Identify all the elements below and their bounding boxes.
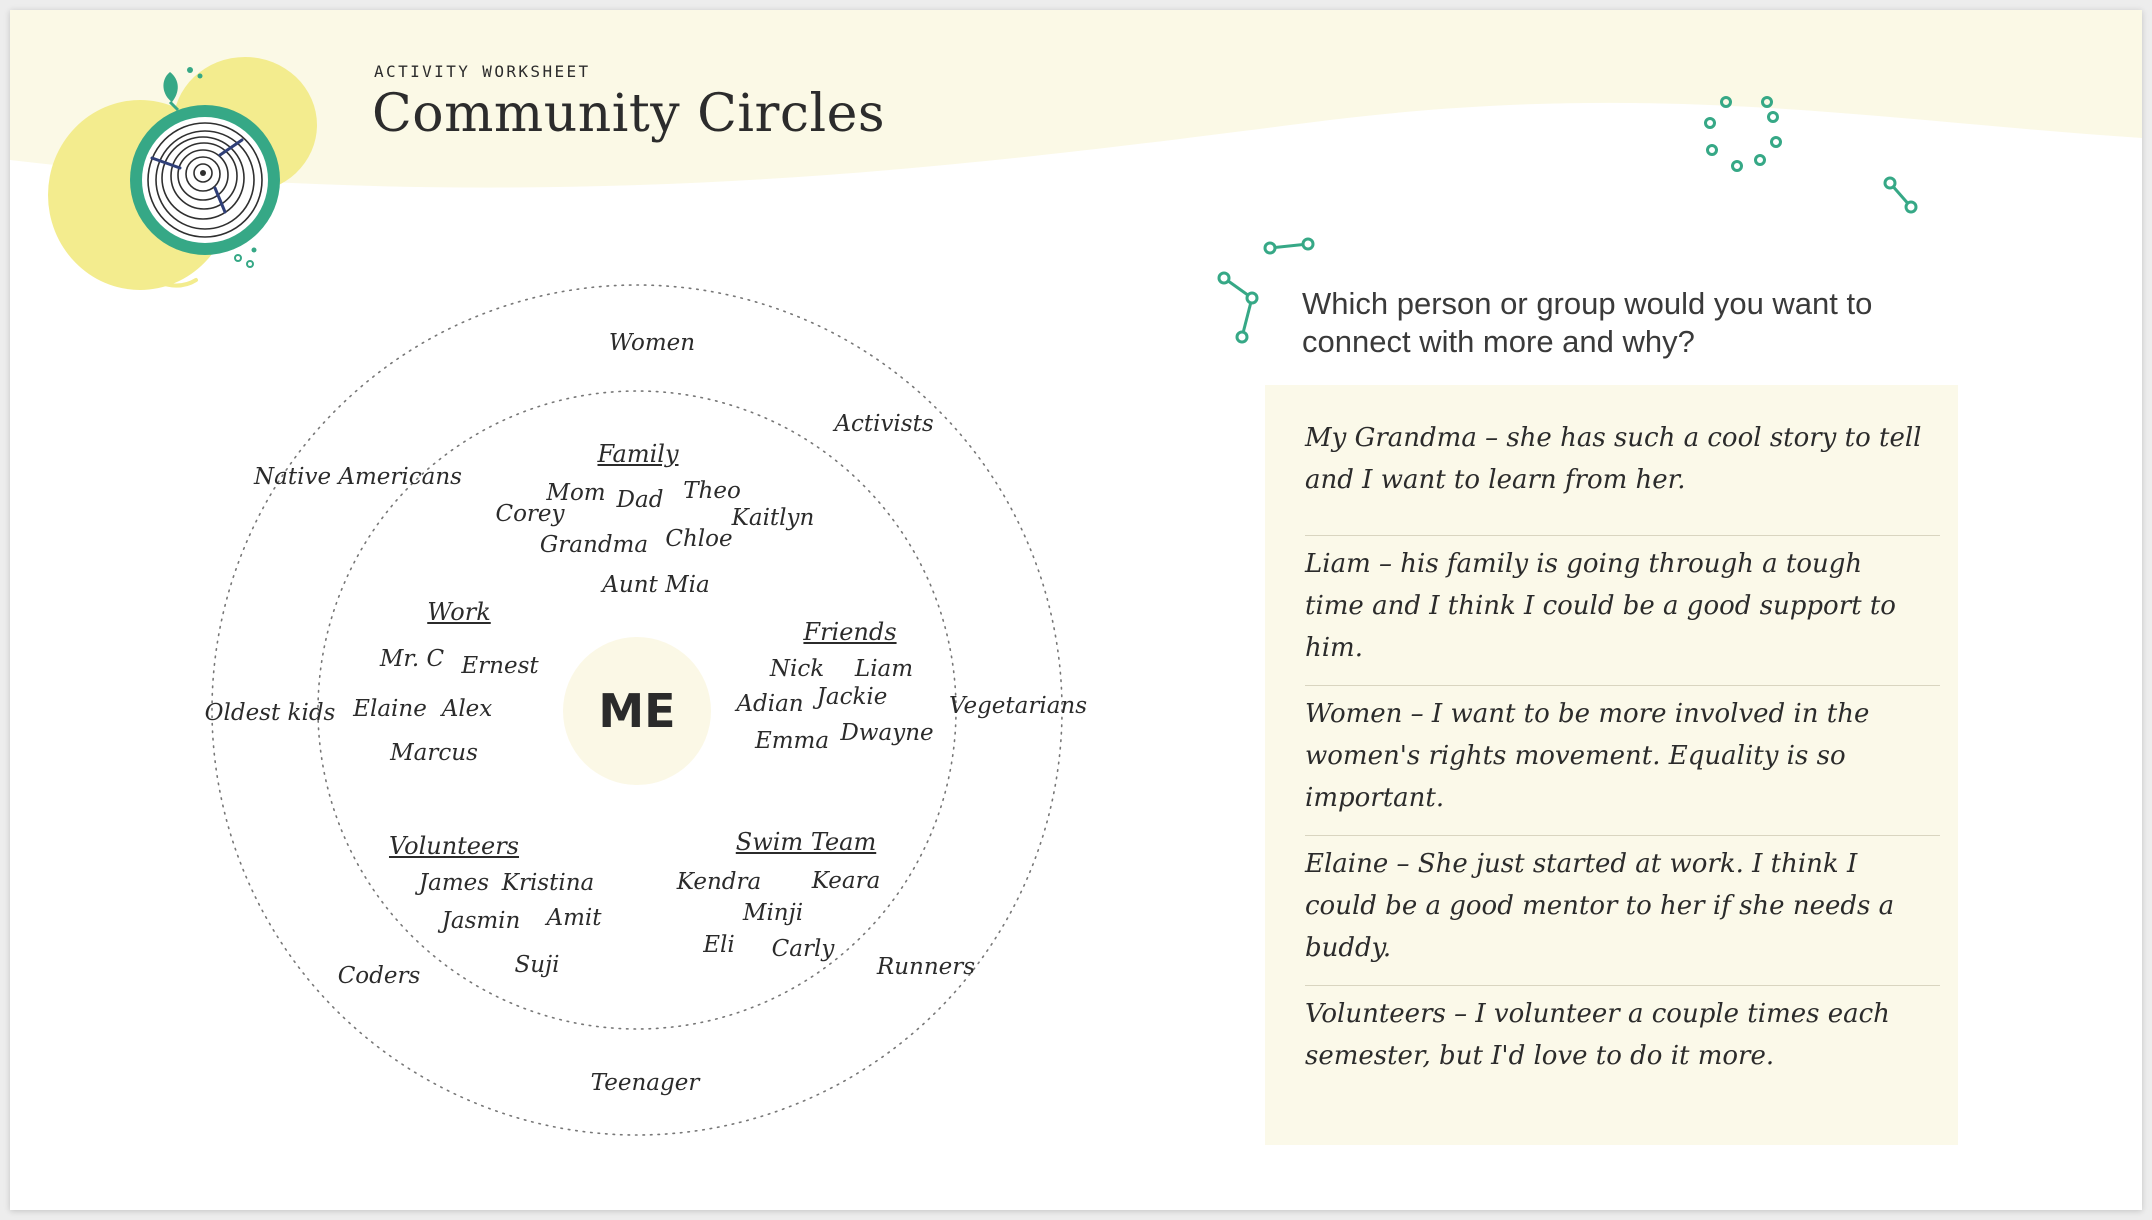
- answer-divider: [1305, 985, 1940, 986]
- circle-name: Mom: [546, 480, 606, 506]
- group-label-family: Family: [597, 440, 679, 468]
- page-title: Community Circles: [372, 84, 886, 144]
- group-label-friends: Friends: [803, 618, 897, 646]
- circle-name: Kaitlyn: [731, 505, 815, 531]
- answer-text: Liam – his family is going through a tou…: [1305, 549, 1896, 663]
- circle-name: Nick: [769, 656, 825, 682]
- circle-name: Dwayne: [840, 720, 934, 746]
- outer-group-name: Runners: [876, 954, 976, 980]
- outer-group-name: Teenager: [590, 1070, 700, 1096]
- circle-name: Elaine: [353, 696, 427, 722]
- outer-group-name: Native Americans: [254, 464, 462, 490]
- outer-circle: [211, 284, 1063, 1136]
- outer-group-name: Activists: [834, 411, 934, 437]
- circle-name: Suji: [514, 952, 560, 978]
- circle-name: Minji: [742, 900, 804, 926]
- me-center: ME: [563, 637, 711, 785]
- header-band: [10, 10, 2142, 188]
- background-decoration: [10, 10, 2142, 1136]
- circle-name: Grandma: [539, 532, 649, 558]
- connector-icon: [1217, 271, 1259, 344]
- answer-divider: [1305, 835, 1940, 836]
- answer-text: My Grandma – she has such a cool story t…: [1305, 423, 1922, 495]
- outer-group-name: Coders: [337, 963, 421, 989]
- tree-ring-logo-icon: [48, 57, 317, 290]
- circle-name: Corey: [495, 501, 565, 527]
- circle-name: Eli: [703, 932, 735, 958]
- outer-group-name: Oldest kids: [204, 700, 336, 726]
- circle-name: Aunt Mia: [602, 572, 710, 598]
- worksheet-page: ACTIVITY WORKSHEET Community Circles ME …: [10, 10, 2142, 1210]
- connector-dots-icon: [1704, 96, 1782, 172]
- circle-name: Carly: [771, 936, 835, 962]
- group-label-swim-team: Swim Team: [735, 828, 877, 856]
- outer-group-name: Women: [608, 330, 696, 356]
- circle-name: Ernest: [461, 653, 539, 679]
- circle-name: Emma: [754, 728, 830, 754]
- circle-name: Dad: [616, 487, 664, 513]
- outer-group-name: Vegetarians: [948, 693, 1088, 719]
- eyebrow-label: ACTIVITY WORKSHEET: [374, 62, 591, 81]
- connector-icon: [1883, 176, 1918, 214]
- circle-name: Jackie: [816, 684, 888, 710]
- answer-text: Elaine – She just started at work. I thi…: [1305, 849, 1895, 963]
- answer-text: Women – I want to be more involved in th…: [1305, 699, 1870, 813]
- circle-name: Kristina: [501, 870, 595, 896]
- group-label-work: Work: [427, 598, 491, 626]
- circle-name: Liam: [854, 656, 914, 682]
- circle-name: Alex: [441, 696, 493, 722]
- group-label-volunteers: Volunteers: [388, 832, 520, 860]
- circle-name: Kendra: [676, 869, 762, 895]
- answer-divider: [1305, 685, 1940, 686]
- circle-name: Jasmin: [441, 908, 521, 934]
- circle-name: Theo: [683, 478, 741, 504]
- answer-divider: [1305, 535, 1940, 536]
- reflection-question: Which person or group would you want to …: [1302, 286, 1873, 359]
- circle-name: Amit: [546, 905, 602, 931]
- answer-text: Volunteers – I volunteer a couple times …: [1305, 999, 1890, 1071]
- inner-circle: [317, 390, 957, 1030]
- circle-name: Mr. C: [379, 646, 445, 672]
- circle-name: Adian: [736, 691, 804, 717]
- circle-name: Keara: [811, 868, 881, 894]
- circle-name: James: [418, 870, 490, 896]
- circle-name: Marcus: [390, 740, 478, 766]
- circle-name: Chloe: [665, 526, 733, 552]
- connector-icon: [1263, 237, 1315, 255]
- answer-panel: My Grandma – she has such a cool story t…: [1265, 385, 1958, 1145]
